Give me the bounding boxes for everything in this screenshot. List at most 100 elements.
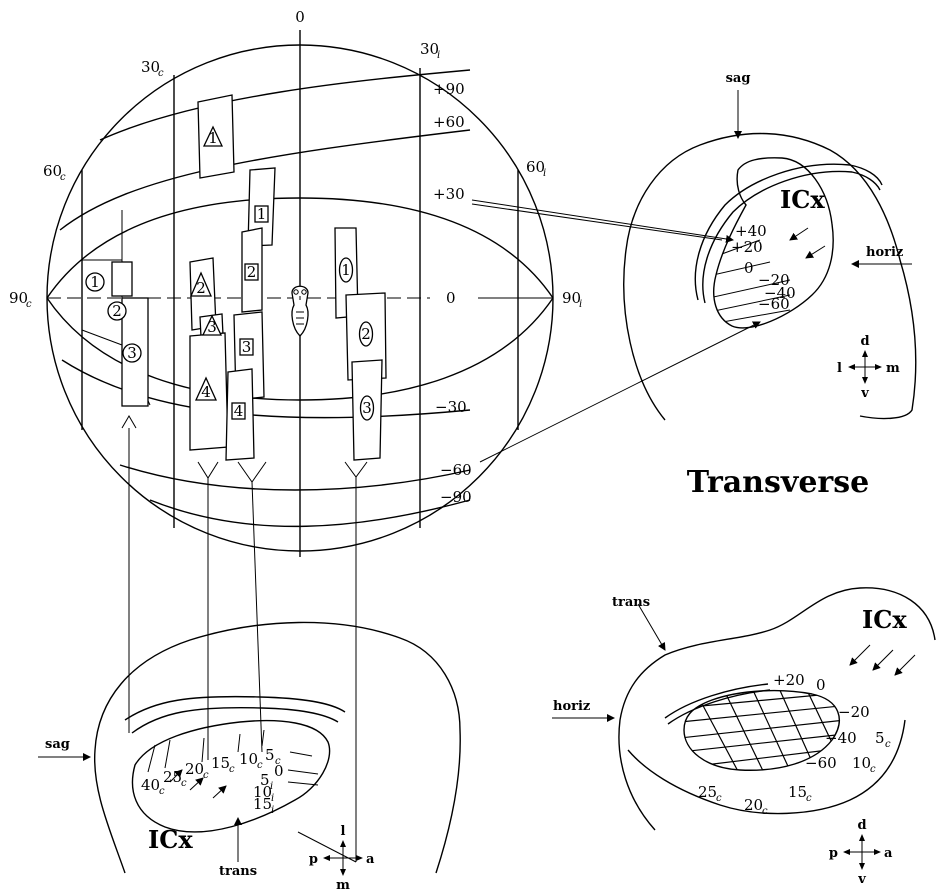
icx-label-horizontal: ICx [862, 605, 907, 634]
svg-text:c: c [26, 299, 32, 310]
svg-text:c: c [229, 764, 235, 775]
transverse-level-0: 0 [744, 259, 754, 277]
horizontal-arrow-2 [873, 650, 893, 670]
lat-plus90 [100, 70, 470, 140]
svg-text:i: i [437, 50, 440, 61]
svg-text:2: 2 [112, 302, 122, 320]
marker-ellipse-1: 1 [340, 258, 353, 282]
svg-text:3: 3 [207, 318, 217, 336]
marker-ellipse-2: 2 [360, 322, 373, 346]
svg-text:d: d [860, 334, 869, 349]
sagittal-arrow-3 [213, 786, 226, 798]
svg-text:c: c [885, 739, 891, 750]
space-sphere: 1 2 3 4 1 2 3 4 [9, 8, 760, 862]
sagittal-section: sag trans ICx 40c 25c 20c 15c 10c 5c 0 5… [38, 622, 460, 893]
sagittal-az-0: 0 [274, 762, 284, 780]
marker-square-2: 2 [245, 263, 258, 281]
svg-text:3: 3 [362, 399, 372, 417]
svg-text:c: c [257, 760, 263, 771]
svg-text:m: m [336, 878, 350, 893]
sag-label-transverse: sag [726, 71, 751, 86]
trans-label-sagittal: trans [219, 864, 257, 879]
az-label-60i: 60 i [526, 158, 546, 179]
sagittal-az-25c: 25c [163, 768, 187, 789]
svg-text:i: i [543, 168, 546, 179]
horizontal-az-5c: 5c [875, 729, 891, 750]
svg-text:4: 4 [234, 402, 244, 420]
transverse-level-minus60: −60 [758, 295, 790, 313]
svg-text:3: 3 [127, 344, 137, 362]
svg-text:25: 25 [698, 783, 717, 801]
svg-text:20: 20 [185, 760, 204, 778]
svg-text:c: c [159, 786, 165, 797]
sagittal-arrow-2 [190, 778, 203, 790]
horizontal-az-10c: 10c [852, 754, 876, 775]
el-label-plus30: +30 [433, 185, 465, 203]
svg-text:10: 10 [852, 754, 871, 772]
trans-label-horizontal: trans [612, 595, 650, 610]
svg-text:c: c [60, 172, 66, 183]
marker-square-1: 1 [255, 205, 268, 223]
horiz-label-horizontal: horiz [553, 699, 590, 714]
transverse-level-plus20: +20 [731, 238, 763, 256]
horizontal-az-25c: 25c [698, 783, 722, 804]
svg-text:i: i [579, 299, 582, 310]
horizontal-arrow-3 [895, 655, 915, 675]
svg-text:1: 1 [257, 205, 267, 223]
horizontal-arrow-1 [850, 645, 870, 665]
marker-circle-3: 3 [123, 344, 141, 362]
horizontal-level-minus20: −20 [838, 703, 870, 721]
svg-text:4: 4 [201, 383, 211, 401]
horizontal-az-20c: 20c [744, 796, 768, 817]
rf-left-box-a [112, 262, 132, 296]
transverse-arrow-1 [790, 228, 808, 240]
svg-text:c: c [870, 764, 876, 775]
svg-text:40: 40 [141, 776, 160, 794]
leader-minus60 [480, 322, 760, 462]
svg-text:2: 2 [247, 263, 257, 281]
sagittal-layer-2 [132, 708, 338, 733]
marker-square-4: 4 [232, 402, 245, 420]
leader-plus30-b [472, 204, 722, 240]
svg-text:p: p [309, 852, 318, 867]
el-label-plus60: +60 [433, 113, 465, 131]
az-label-60c: 60 c [43, 162, 66, 183]
svg-text:i: i [271, 805, 274, 816]
svg-text:c: c [203, 770, 209, 781]
svg-text:l: l [341, 824, 346, 839]
el-label-plus90: +90 [433, 80, 465, 98]
transverse-section: sag horiz ICx +40 +20 0 −20 −40 −60 d v … [624, 71, 916, 500]
sagittal-az-15c: 15c [211, 754, 235, 775]
horizontal-level-0: 0 [816, 676, 826, 694]
icx-label-sagittal: ICx [148, 825, 193, 854]
svg-text:0: 0 [274, 762, 284, 780]
horizontal-section: trans horiz ICx +20 0 −20 −40 −60 5c 10c… [552, 588, 935, 887]
svg-text:d: d [857, 818, 866, 833]
svg-text:c: c [716, 793, 722, 804]
svg-text:3: 3 [242, 338, 252, 356]
svg-text:v: v [857, 872, 866, 887]
svg-text:20: 20 [744, 796, 763, 814]
marker-circle-1: 1 [86, 273, 104, 291]
compass-transverse: d v l m [837, 334, 900, 401]
az-label-90i: 90 i [562, 289, 582, 310]
owl-icon [292, 286, 308, 336]
horizontal-level-minus60: −60 [805, 754, 837, 772]
marker-square-3: 3 [240, 338, 253, 356]
leader-plus30 [472, 200, 733, 240]
compass-sagittal: l m p a [309, 824, 375, 893]
svg-text:15: 15 [788, 783, 807, 801]
marker-circle-2: 2 [108, 302, 126, 320]
svg-text:p: p [829, 846, 838, 861]
icx-label-transverse: ICx [780, 185, 825, 214]
horiz-label-transverse: horiz [866, 245, 903, 260]
sag-label-sagittal: sag [45, 737, 70, 752]
svg-text:1: 1 [341, 261, 351, 279]
svg-text:5: 5 [875, 729, 885, 747]
svg-text:15: 15 [253, 795, 272, 813]
el-label-minus90: −90 [440, 488, 472, 506]
horizontal-level-minus40: −40 [825, 729, 857, 747]
az-label-0: 0 [295, 8, 305, 26]
